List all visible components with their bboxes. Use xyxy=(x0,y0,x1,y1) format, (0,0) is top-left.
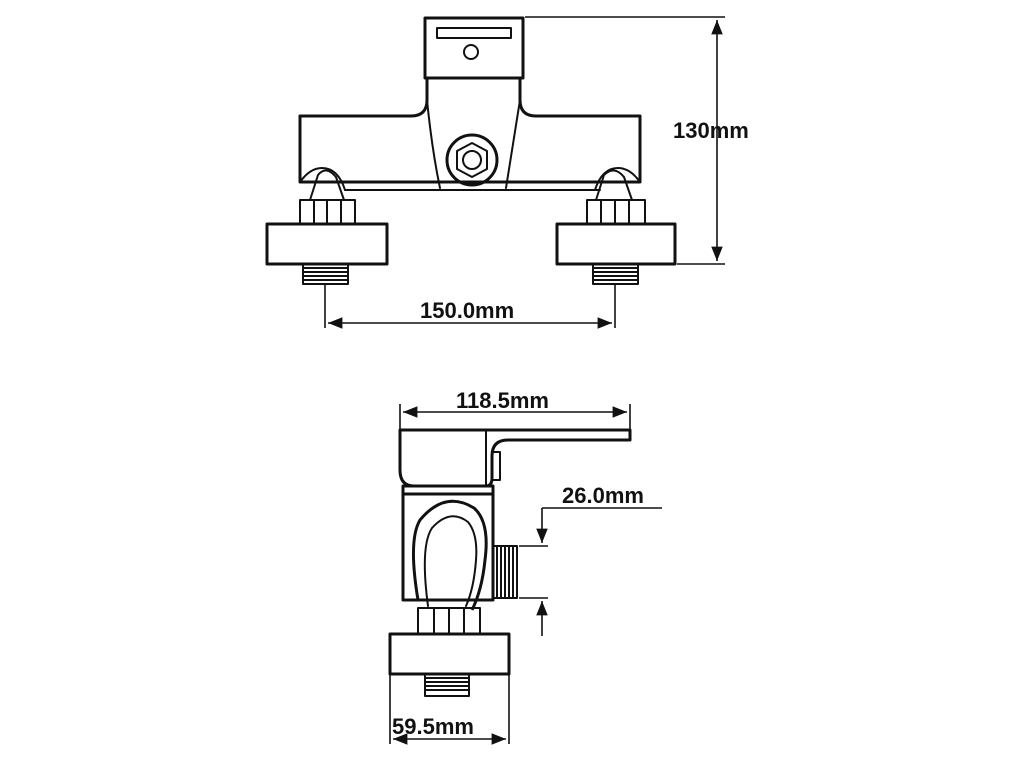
length-dimension-label: 118.5mm xyxy=(456,388,549,413)
base-dimension-label: 59.5mm xyxy=(392,714,474,739)
side-bottom-thread xyxy=(424,673,470,697)
width-dimension-label: 150.0mm xyxy=(420,298,514,323)
front-view: 130mm 150.0mm xyxy=(265,16,749,329)
front-right-connector xyxy=(555,167,677,285)
dimension-length: 118.5mm xyxy=(399,388,631,432)
front-left-thread xyxy=(302,263,349,285)
dimension-base: 59.5mm xyxy=(389,674,510,745)
dimension-width: 150.0mm xyxy=(324,284,616,329)
dimension-height: 130mm xyxy=(525,16,749,265)
front-left-connector xyxy=(265,167,389,285)
front-handle xyxy=(423,16,525,80)
side-view: 118.5mm 26.0mm 59.5mm xyxy=(388,388,662,745)
offset-dimension-label: 26.0mm xyxy=(562,483,644,508)
front-right-thread xyxy=(592,263,639,285)
side-connector xyxy=(388,607,511,697)
side-body xyxy=(401,484,495,611)
front-body xyxy=(298,78,642,191)
height-dimension-label: 130mm xyxy=(673,118,749,143)
side-outlet-thread xyxy=(492,545,518,599)
dimension-offset: 26.0mm xyxy=(519,483,662,636)
side-lever xyxy=(398,428,632,488)
